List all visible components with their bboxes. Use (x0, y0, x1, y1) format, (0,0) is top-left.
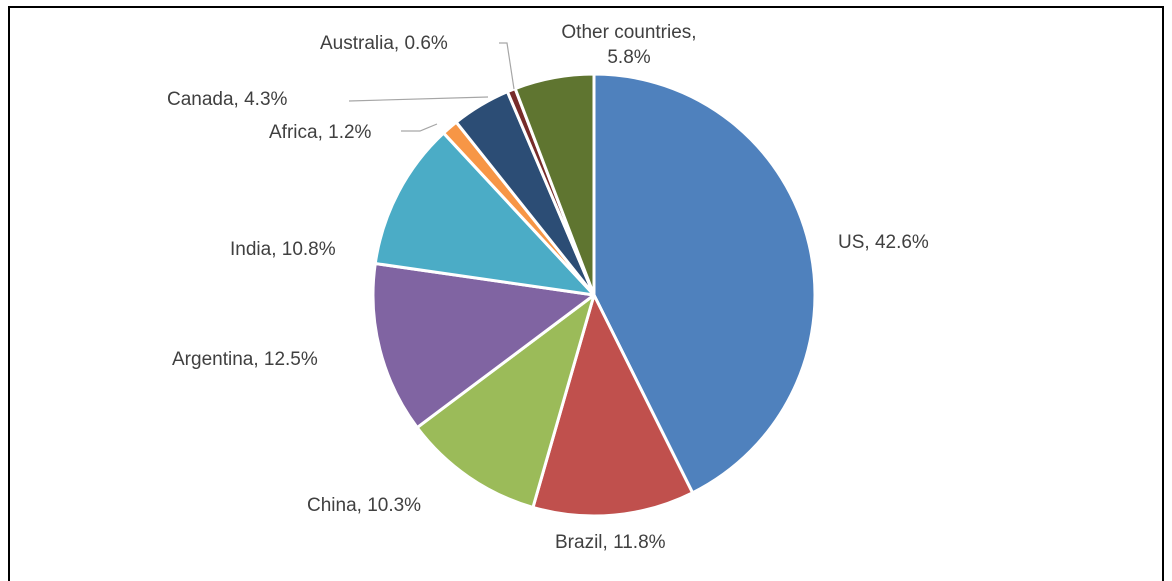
pie-slice-argentina (371, 261, 596, 430)
data-label-india: India, 10.8% (230, 239, 336, 260)
pie-slice-us (592, 72, 817, 495)
pie-slice-other-countries (513, 72, 596, 297)
data-label-china: China, 10.3% (307, 495, 421, 516)
leader-line-australia (499, 42, 515, 90)
data-label-australia: Australia, 0.6% (320, 33, 448, 54)
leader-line-canada (348, 96, 489, 102)
leader-lines (348, 42, 515, 132)
data-label-other-countries: Other countries,5.8% (561, 22, 696, 68)
pie-slice-india (373, 131, 596, 297)
pie-slices (371, 72, 817, 518)
data-labels: US, 42.6% Brazil, 11.8% China, 10.3% Argent… (167, 22, 929, 553)
leader-line-africa (401, 123, 438, 132)
data-label-canada: Canada, 4.3% (167, 89, 288, 110)
data-label-us: US, 42.6% (838, 232, 929, 253)
data-label-africa: Africa, 1.2% (269, 122, 372, 143)
data-label-argentina: Argentina, 12.5% (172, 349, 318, 370)
pie-slice-brazil (531, 293, 695, 518)
data-label-brazil: Brazil, 11.8% (555, 532, 666, 553)
pie-slice-china (415, 293, 596, 509)
